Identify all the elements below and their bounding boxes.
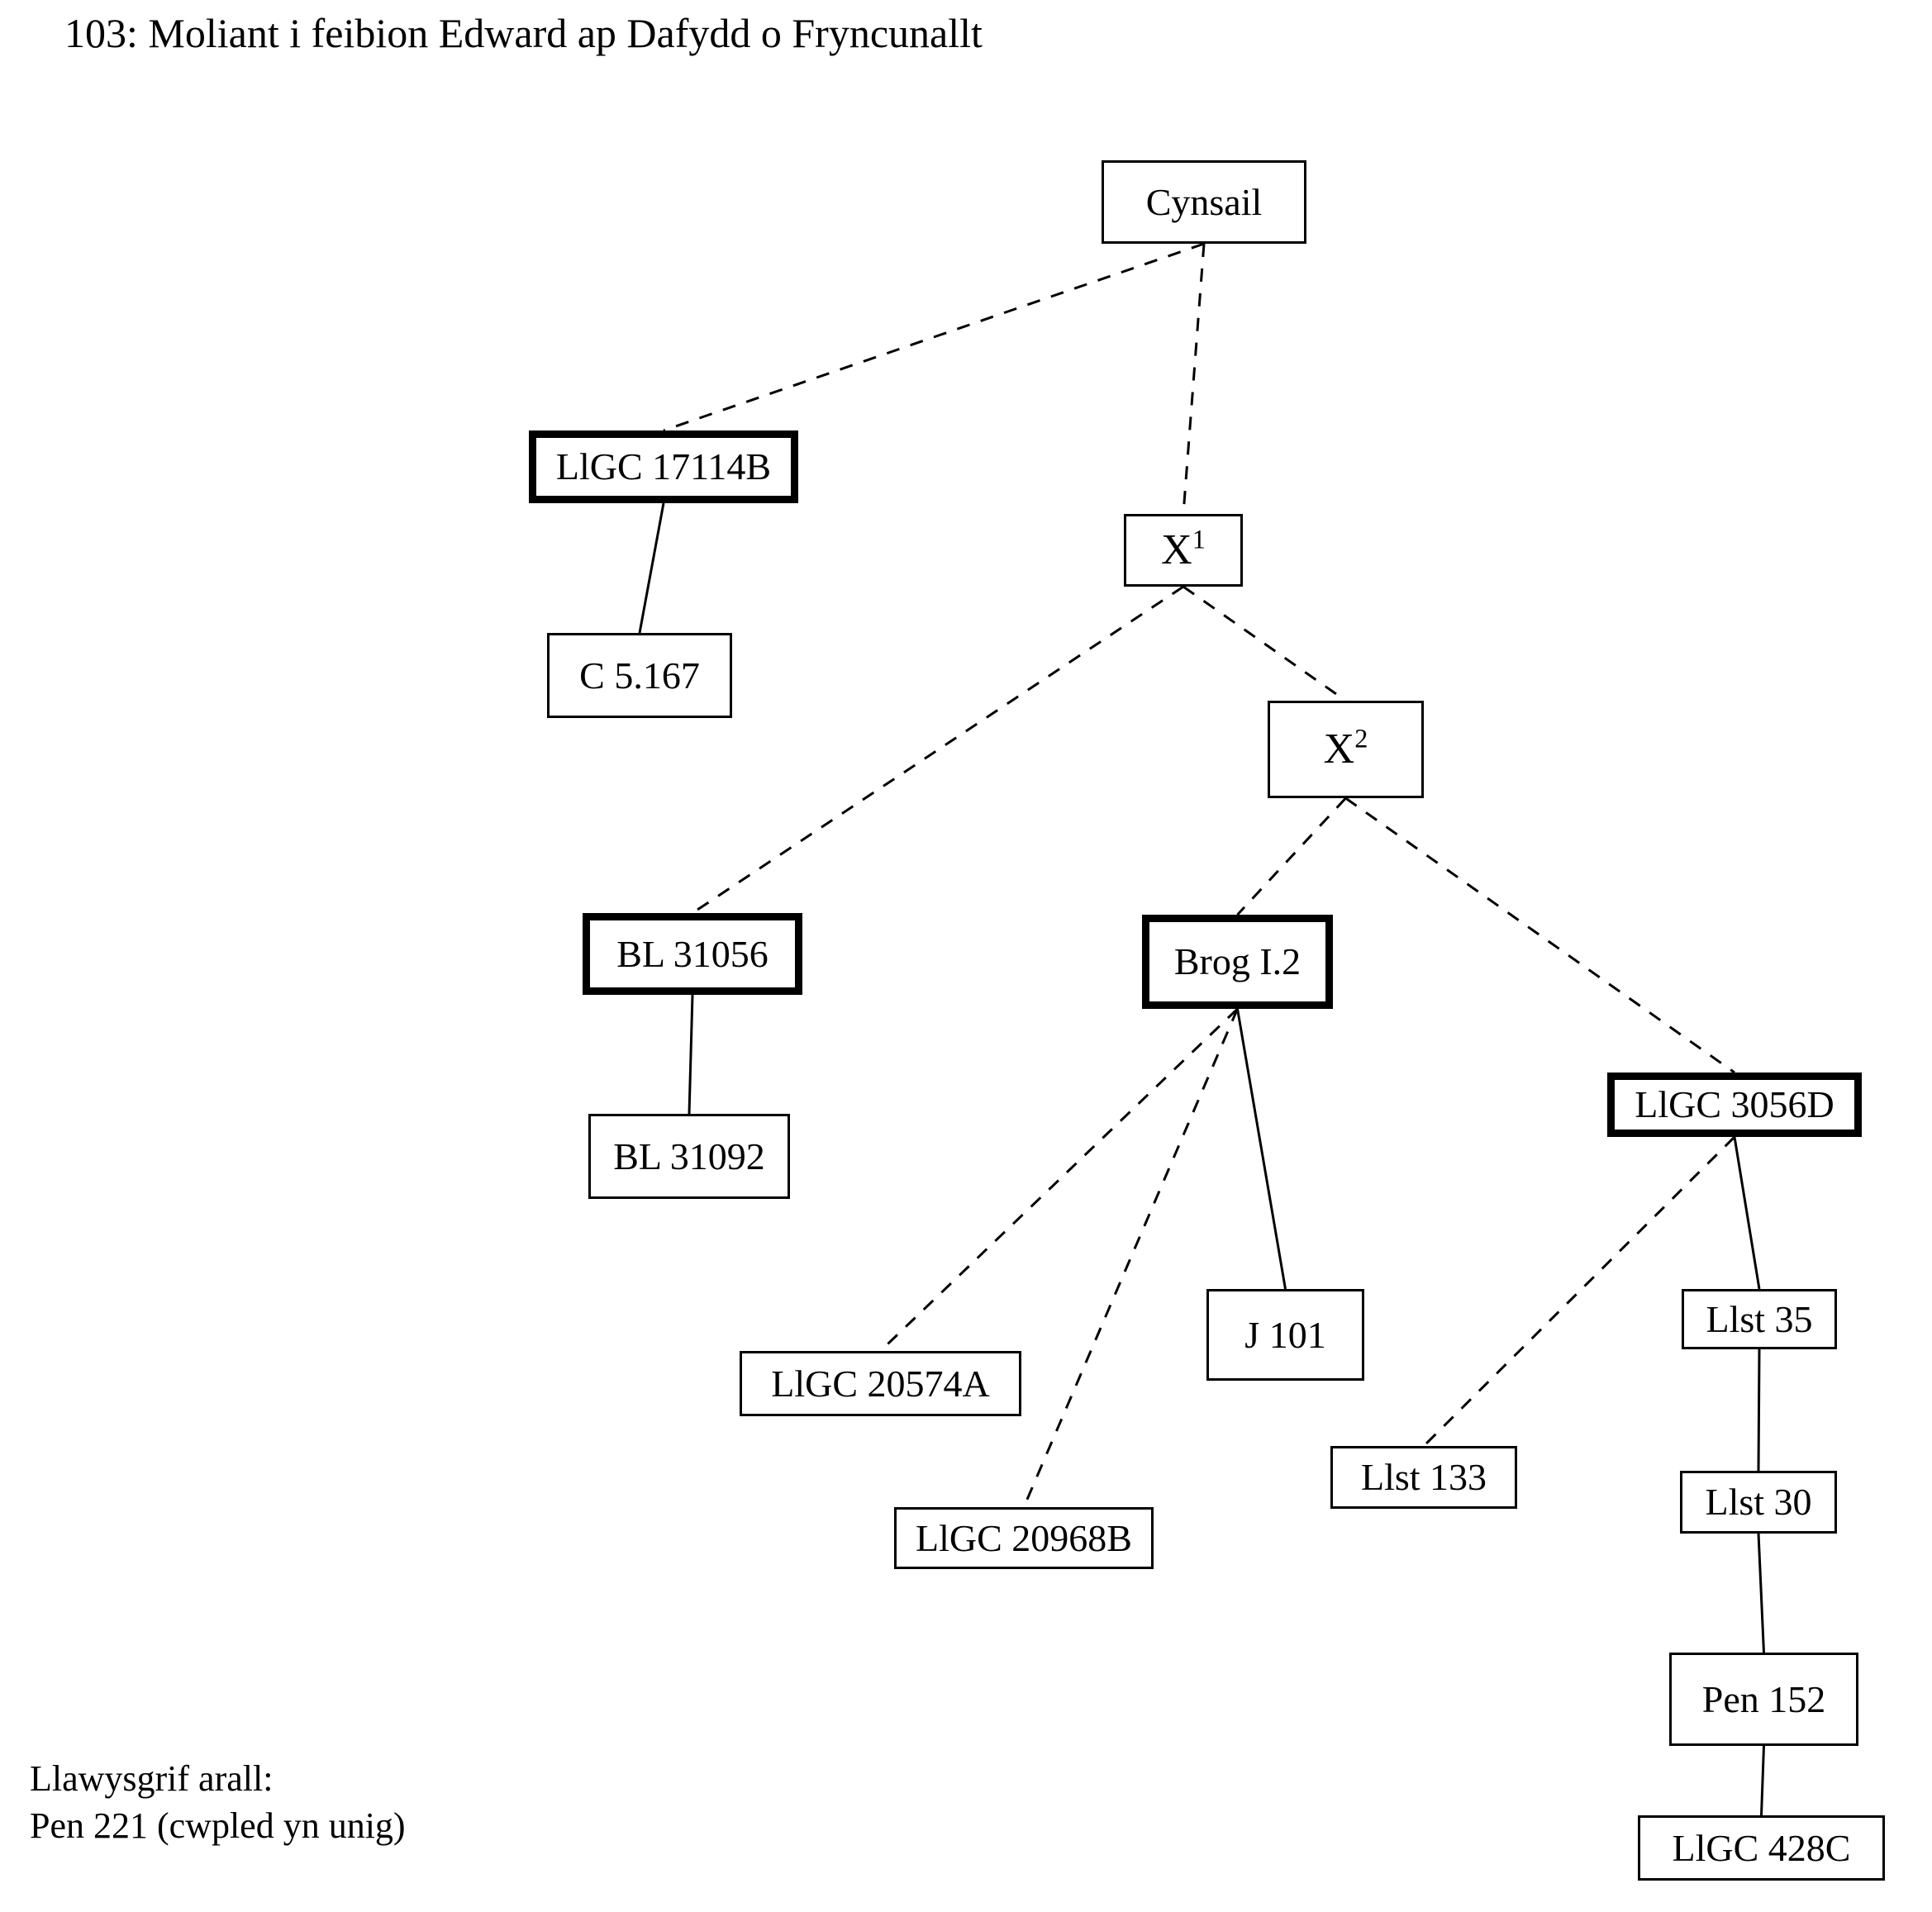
- stemma-edge-x1-to-x2: [1183, 585, 1347, 702]
- stemma-node-label: X1: [1161, 524, 1206, 573]
- stemma-node-label: Llst 133: [1360, 1456, 1487, 1498]
- stemma-node-bl31092: BL 31092: [588, 1114, 790, 1199]
- stemma-node-llst133: Llst 133: [1330, 1446, 1517, 1509]
- stemma-node-bl31056: BL 31056: [583, 913, 802, 995]
- stemma-node-c5167: C 5.167: [547, 633, 732, 718]
- page-title: 103: Moliant i feibion Edward ap Dafydd …: [64, 10, 983, 56]
- stemma-node-label: LlGC 3056D: [1635, 1083, 1834, 1125]
- stemma-edge-cynsail-to-x1: [1182, 243, 1206, 515]
- stemma-edge-x2-to-llgc3056d: [1344, 797, 1735, 1074]
- stemma-node-x2: X2: [1268, 701, 1424, 798]
- stemma-node-superscript: 2: [1354, 723, 1368, 754]
- stemma-edge-llst35-to-llst30: [1757, 1348, 1761, 1472]
- stemma-node-label: X2: [1323, 723, 1368, 773]
- stemma-node-label: Llst 35: [1706, 1297, 1813, 1340]
- stemma-node-pen152: Pen 152: [1669, 1653, 1858, 1746]
- stemma-node-llgc20968b: LlGC 20968B: [894, 1507, 1154, 1569]
- stemma-node-brogi2: Brog I.2: [1142, 915, 1333, 1009]
- stemma-node-label: LlGC 20574A: [771, 1362, 990, 1405]
- stemma-node-label: Pen 152: [1701, 1677, 1826, 1720]
- stemma-edge-llgc17114b-to-c5167: [638, 502, 665, 634]
- stemma-edge-brogi2-to-llgc20968b: [1022, 1008, 1239, 1508]
- stemma-node-label: LlGC 428C: [1672, 1826, 1851, 1869]
- stemma-node-label: C 5.167: [579, 654, 700, 697]
- stemma-node-label: Llst 30: [1705, 1481, 1812, 1523]
- stemma-node-j101: J 101: [1206, 1289, 1364, 1381]
- stemma-node-x1: X1: [1124, 514, 1243, 587]
- stemma-edge-cynsail-to-llgc17114b: [663, 242, 1205, 432]
- stemma-node-label: J 101: [1244, 1313, 1326, 1356]
- stemma-node-llgc20574a: LlGC 20574A: [740, 1351, 1021, 1416]
- stemma-edge-x2-to-brogi2: [1236, 797, 1347, 916]
- stemma-node-llgc428c: LlGC 428C: [1638, 1815, 1885, 1881]
- stemma-node-cynsail: Cynsail: [1102, 160, 1306, 244]
- stemma-node-label: Cynsail: [1145, 180, 1263, 223]
- stemma-node-label: BL 31092: [613, 1134, 765, 1177]
- stemma-node-label: LlGC 20968B: [916, 1516, 1132, 1559]
- stemma-node-label: LlGC 17114B: [555, 445, 772, 488]
- stemma-edge-llgc3056d-to-llst35: [1733, 1136, 1761, 1290]
- stemma-node-llst30: Llst 30: [1680, 1471, 1837, 1534]
- stemma-node-llst35: Llst 35: [1682, 1289, 1837, 1349]
- stemma-edge-x1-to-bl31056: [692, 585, 1184, 915]
- stemma-node-llgc3056d: LlGC 3056D: [1607, 1073, 1862, 1137]
- stemma-edge-brogi2-to-llgc20574a: [879, 1007, 1239, 1353]
- stemma-edge-bl31056-to-bl31092: [688, 994, 694, 1115]
- stemma-node-superscript: 1: [1192, 524, 1206, 554]
- alternate-manuscript-label: Llawysgrif arall:: [30, 1758, 274, 1799]
- stemma-edge-llst30-to-pen152: [1757, 1533, 1765, 1653]
- stemma-node-llgc17114b: LlGC 17114B: [529, 430, 798, 503]
- alternate-manuscript-note: Llawysgrif arall: Pen 221 (cwpled yn uni…: [30, 1755, 406, 1849]
- stemma-edge-pen152-to-llgc428c: [1760, 1745, 1765, 1816]
- stemma-node-label: Brog I.2: [1173, 940, 1301, 982]
- stemma-node-label: BL 31056: [616, 932, 769, 975]
- alternate-manuscript-value: Pen 221 (cwpled yn unig): [30, 1805, 406, 1847]
- stemma-edge-brogi2-to-j101: [1236, 1008, 1287, 1290]
